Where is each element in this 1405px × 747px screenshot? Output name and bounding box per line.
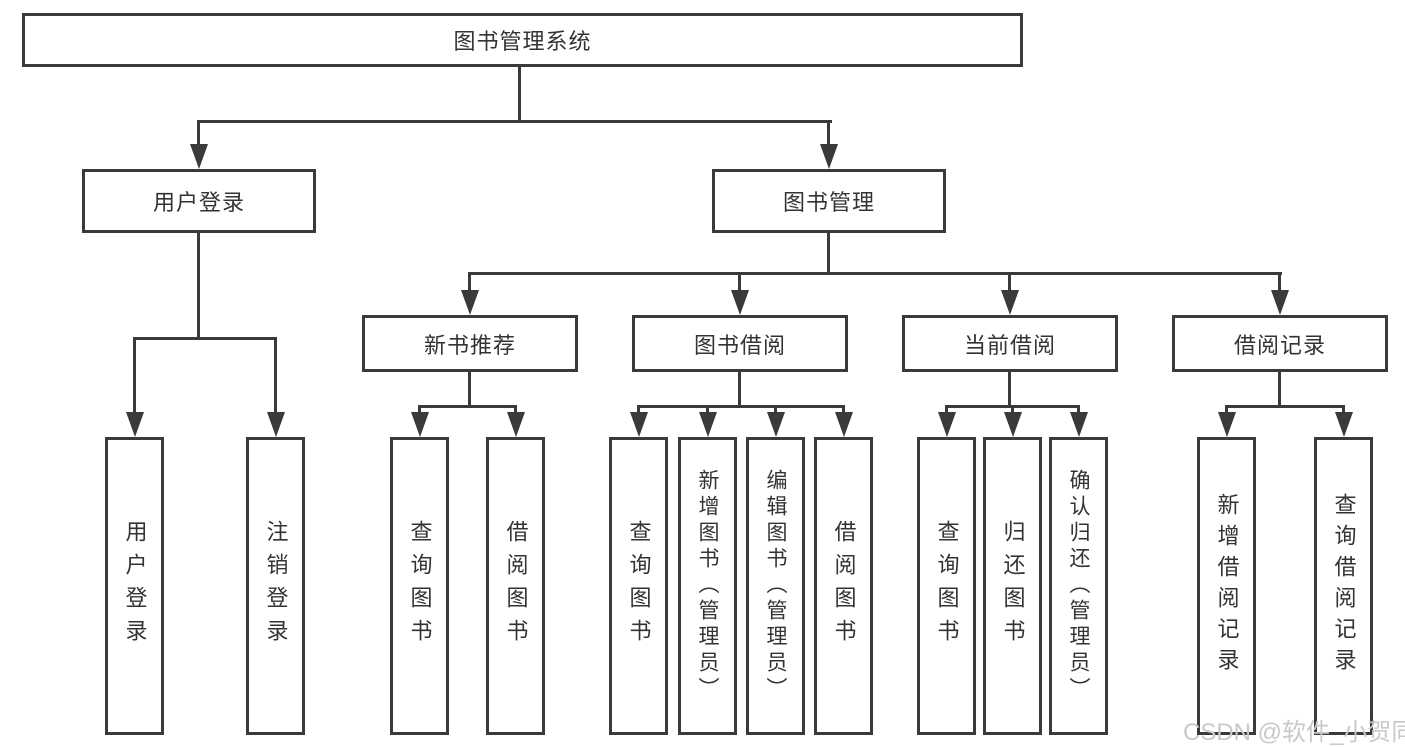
section-new-books-label: 新书推荐: [423, 332, 516, 358]
section-new-books-box: 新书推荐: [362, 315, 578, 372]
edge-leaf-logout-stem: [274, 337, 277, 415]
leaf-return-books-label: 归还图书: [1000, 520, 1026, 652]
arrowhead-leaf: [1335, 412, 1353, 437]
edge-leaf-stem: [418, 405, 421, 417]
leaf-add-books-admin-box: 新增图书（管理员）: [678, 437, 737, 735]
arrowhead-leaf-login: [126, 412, 144, 437]
arrowhead-leaf: [630, 412, 648, 437]
leaf-edit-books-admin-label: 编辑图书（管理员）: [764, 469, 787, 703]
root-box: 图书管理系统: [22, 13, 1023, 67]
arrowhead-user-login: [190, 144, 208, 169]
edge-records-down: [1278, 372, 1281, 405]
leaf-logout-box: 注销登录: [246, 437, 305, 735]
edge-leaf-stem: [514, 405, 517, 417]
leaf-query-books-box-3: 查询图书: [917, 437, 976, 735]
edge-leaf-stem: [1011, 405, 1014, 417]
leaf-edit-books-admin-box: 编辑图书（管理员）: [746, 437, 805, 735]
leaf-return-books-box: 归还图书: [983, 437, 1042, 735]
edge-sec-borrow-stem: [738, 272, 741, 294]
csdn-watermark: CSDN @软件_小贺同学: [1183, 719, 1405, 746]
leaf-query-borrow-record-label: 查询借阅记录: [1331, 493, 1357, 679]
arrowhead-sec-borrow: [731, 290, 749, 315]
edge-leaf-stem: [774, 405, 777, 417]
arrowhead-sec-records: [1271, 290, 1289, 315]
arrowhead-leaf: [1004, 412, 1022, 437]
branch-book-mgmt-box: 图书管理: [712, 169, 946, 233]
arrowhead-leaf: [1070, 412, 1088, 437]
edge-leaf-stem: [1342, 405, 1345, 417]
leaf-borrow-books-box-2: 借阅图书: [814, 437, 873, 735]
leaf-add-borrow-record-box: 新增借阅记录: [1197, 437, 1256, 735]
edge-sec-current-stem: [1008, 272, 1011, 294]
arrowhead-sec-newbook: [461, 290, 479, 315]
arrowhead-leaf: [938, 412, 956, 437]
arrowhead-leaf-logout: [267, 412, 285, 437]
edge-user-login-bar: [133, 337, 277, 340]
arrowhead-leaf: [1218, 412, 1236, 437]
edge-level3-bar: [468, 272, 1282, 275]
section-borrow-records-box: 借阅记录: [1172, 315, 1388, 372]
leaf-query-books-box-1: 查询图书: [390, 437, 449, 735]
leaf-add-books-admin-label: 新增图书（管理员）: [696, 469, 719, 703]
edge-leaf-stem: [945, 405, 948, 417]
leaf-confirm-return-admin-label: 确认归还（管理员）: [1067, 469, 1090, 703]
arrowhead-leaf: [835, 412, 853, 437]
root-label: 图书管理系统: [453, 29, 592, 54]
branch-user-login-box: 用户登录: [82, 169, 316, 233]
leaf-confirm-return-admin-box: 确认归还（管理员）: [1049, 437, 1108, 735]
edge-borrow-bar: [637, 405, 845, 408]
section-borrow-records-label: 借阅记录: [1233, 332, 1326, 358]
edge-user-login-down: [197, 233, 200, 337]
edge-root-stem: [518, 67, 521, 120]
arrowhead-leaf: [767, 412, 785, 437]
branch-user-login-label: 用户登录: [152, 190, 245, 215]
edge-leaf-stem: [1225, 405, 1228, 417]
arrowhead-leaf: [507, 412, 525, 437]
edge-level2-bar: [197, 120, 832, 123]
edge-records-bar: [1225, 405, 1345, 408]
arrowhead-book-mgmt: [820, 144, 838, 169]
branch-book-mgmt-label: 图书管理: [782, 190, 875, 215]
leaf-query-books-label-3: 查询图书: [934, 520, 960, 652]
leaf-borrow-books-label-1: 借阅图书: [503, 520, 529, 652]
edge-borrow-down: [738, 372, 741, 405]
edge-newbook-down: [468, 372, 471, 405]
edge-sec-records-stem: [1278, 272, 1281, 294]
arrowhead-sec-current: [1001, 290, 1019, 315]
edge-book-mgmt-down: [827, 233, 830, 272]
edge-leaf-stem: [1077, 405, 1080, 417]
edge-sec-newbook-stem: [468, 272, 471, 294]
section-book-borrow-box: 图书借阅: [632, 315, 848, 372]
leaf-user-login-label: 用户登录: [122, 520, 148, 652]
edge-leaf-stem: [706, 405, 709, 417]
section-current-borrow-box: 当前借阅: [902, 315, 1118, 372]
leaf-borrow-books-box-1: 借阅图书: [486, 437, 545, 735]
leaf-user-login-box: 用户登录: [105, 437, 164, 735]
leaf-query-borrow-record-box: 查询借阅记录: [1314, 437, 1373, 735]
section-current-borrow-label: 当前借阅: [963, 332, 1056, 358]
leaf-query-books-label-1: 查询图书: [407, 520, 433, 652]
edge-leaf-stem: [842, 405, 845, 417]
arrowhead-leaf: [699, 412, 717, 437]
section-book-borrow-label: 图书借阅: [693, 332, 786, 358]
edge-current-down: [1008, 372, 1011, 405]
leaf-logout-label: 注销登录: [263, 520, 289, 652]
edge-leaf-stem: [637, 405, 640, 417]
leaf-query-books-box-2: 查询图书: [609, 437, 668, 735]
leaf-query-books-label-2: 查询图书: [626, 520, 652, 652]
leaf-borrow-books-label-2: 借阅图书: [831, 520, 857, 652]
edge-user-login-stem: [197, 120, 200, 146]
edge-newbook-bar: [418, 405, 517, 408]
edge-book-mgmt-stem: [827, 120, 830, 146]
leaf-add-borrow-record-label: 新增借阅记录: [1214, 493, 1240, 679]
arrowhead-leaf: [411, 412, 429, 437]
edge-leaf-login-stem: [133, 337, 136, 415]
